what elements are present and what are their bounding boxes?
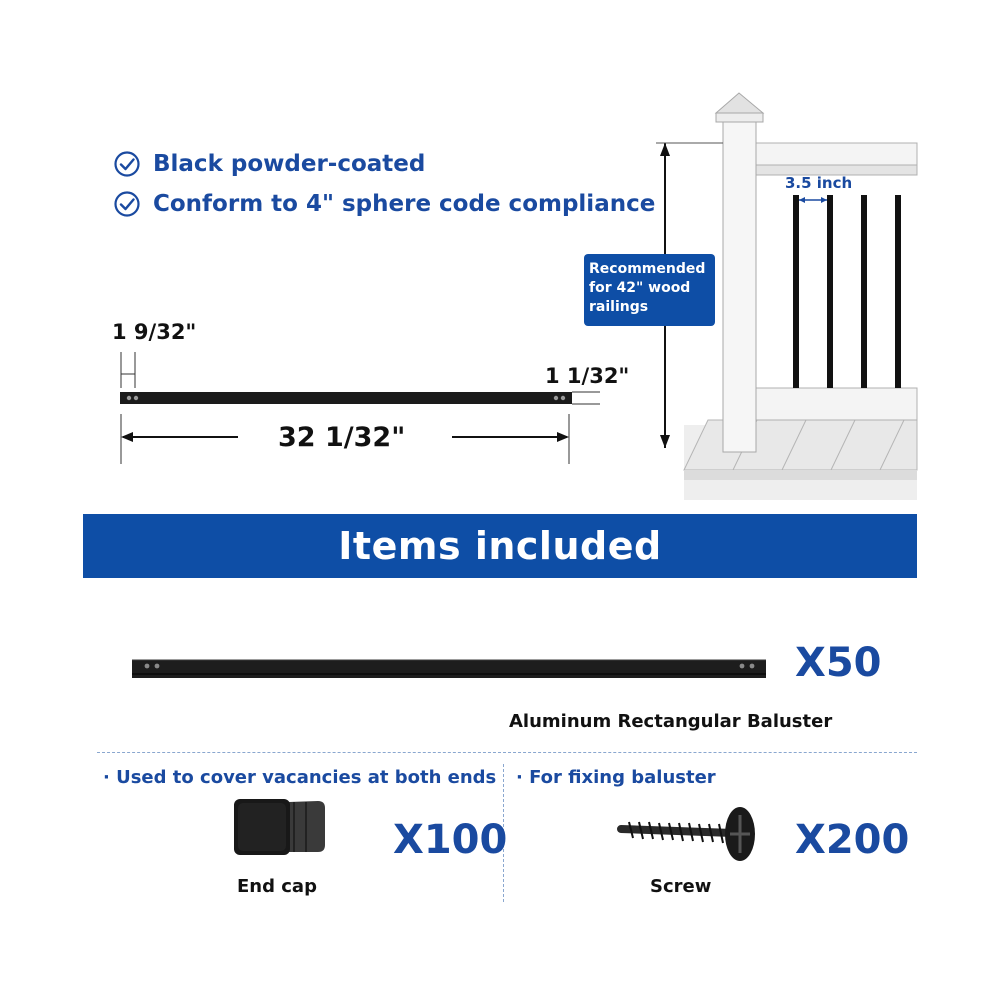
feature-sphere-code: Conform to 4" sphere code compliance [113,190,655,218]
baluster-bar-diagram [120,392,572,404]
horizontal-divider [97,752,917,753]
baluster-label: Aluminum Rectangular Baluster [509,711,833,732]
feature-text: Black powder-coated [153,151,426,177]
spacing-label: 3.5 inch [785,174,853,192]
dimension-drawing [120,92,918,500]
banner-title: Items included [338,524,662,568]
screw-label: Screw [650,876,712,897]
feature-powder-coated: Black powder-coated [113,150,425,178]
screw-note: · For fixing baluster [516,767,716,788]
endcap-label: End cap [237,876,317,897]
width-dimension-label: 1 9/32" [112,320,197,344]
callout-line: railings [589,299,649,315]
baluster-image [132,659,766,678]
end-cap-image [234,799,325,855]
baluster-quantity: X50 [795,640,882,686]
callout-line: Recommended [589,261,706,277]
thickness-dimension-label: 1 1/32" [545,364,630,388]
screw-quantity: X200 [795,817,910,863]
screw-image [617,807,755,861]
endcap-note: · Used to cover vacancies at both ends [103,767,497,788]
feature-text: Conform to 4" sphere code compliance [153,191,656,217]
items-included-banner: Items included [83,514,917,578]
vertical-divider [503,764,504,902]
check-circle-icon [114,151,140,177]
check-circle-icon [114,191,140,217]
callout-line: for 42" wood [589,280,691,296]
railing-illustration [656,92,918,500]
railing-callout: Recommended for 42" wood railings [584,254,715,326]
endcap-quantity: X100 [393,817,508,863]
length-dimension-label: 32 1/32" [278,422,406,453]
